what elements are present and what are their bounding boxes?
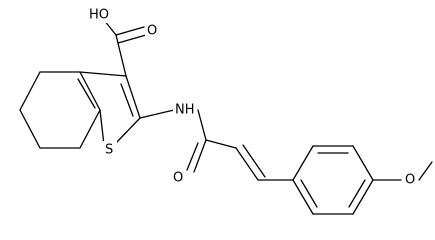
bond-c7a-c7 xyxy=(79,109,101,149)
bond-nh-carbonyl-carbon xyxy=(197,109,207,141)
bond-c2-nh xyxy=(139,109,175,119)
benzene-inner-double-2 xyxy=(348,179,366,208)
chemical-structure-diagram: HO O NH S O O xyxy=(19,6,433,215)
benzene-bond-6 xyxy=(292,179,314,215)
thiophene-sulfur-label: S xyxy=(105,143,113,158)
amide-oxygen-label-background xyxy=(171,169,185,186)
cyclohexene-ring xyxy=(19,71,81,149)
benzene-bond-3 xyxy=(352,145,374,181)
bond-alpha-beta-double xyxy=(242,144,266,178)
benzene-inner-double-3 xyxy=(300,179,318,208)
bond-amide-carbonyl-double xyxy=(186,142,199,171)
benzene-bond-1 xyxy=(292,145,314,181)
amide-nitrogen-label: NH xyxy=(175,103,195,118)
methoxy-group xyxy=(372,161,433,181)
amide-oxygen-label: O xyxy=(173,171,183,186)
methoxy-oxygen-label-background xyxy=(402,171,418,188)
atom-labels: HO O NH S O O xyxy=(86,6,418,188)
amide-linker xyxy=(139,109,207,173)
bond-methoxy-oxygen-methyl xyxy=(418,161,433,181)
bond-amide-carbonyl xyxy=(193,139,207,173)
bond-c3a-c7a xyxy=(79,71,101,111)
bond-c7a-c3a-inner xyxy=(77,78,96,109)
benzene-bond-4 xyxy=(352,179,374,215)
bond-c3-carboxyl-carbon xyxy=(115,34,127,77)
carboxyl-carbonyl-oxygen-label: O xyxy=(147,24,157,39)
sulfur-label-background xyxy=(103,141,117,158)
para-methoxyphenyl-ring xyxy=(292,145,374,215)
carboxylic-acid-group xyxy=(99,14,147,77)
bond-c3-c2 xyxy=(125,75,141,119)
nh-label-background xyxy=(173,101,197,118)
thiophene-ring xyxy=(77,71,141,149)
carboxyl-hydroxyl-label: HO xyxy=(89,8,109,23)
bond-alpha-beta-carbon xyxy=(235,147,259,181)
carboxyl-oxygen-label-background xyxy=(145,22,159,39)
bond-c3-c2-double xyxy=(120,83,134,117)
bond-carboxyl-carbonyl xyxy=(115,26,145,36)
bond-s1-c7a xyxy=(99,109,105,146)
bond-c5-c6 xyxy=(19,109,41,149)
trans-alkene-linker xyxy=(205,139,294,181)
methoxy-oxygen-label: O xyxy=(405,173,415,188)
bond-c4-c5 xyxy=(19,71,41,111)
bond-carbonyl-alpha-carbon xyxy=(205,139,237,149)
bond-carboxyl-carbonyl-double xyxy=(117,34,147,44)
bond-c3a-c3 xyxy=(79,71,127,77)
hydroxyl-label-background xyxy=(86,6,111,23)
bond-c2-s1 xyxy=(115,117,141,144)
